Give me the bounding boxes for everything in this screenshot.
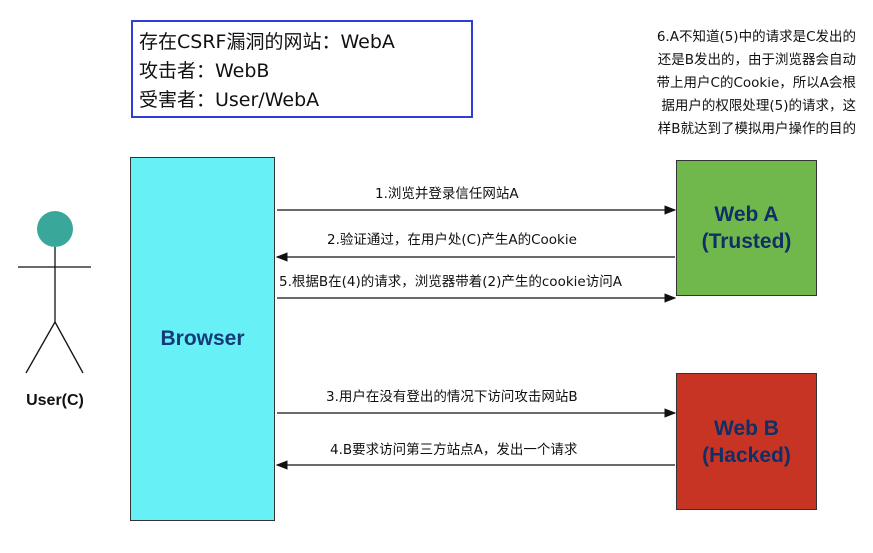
browser-label: Browser (160, 327, 245, 350)
legend-line-vulnerable-site: 存在CSRF漏洞的网站：WebA (139, 31, 395, 53)
browser-node: Browser (130, 157, 275, 521)
web-b-label: Web B (Hacked) (702, 416, 791, 467)
web-b-node: Web B (Hacked) (676, 373, 817, 510)
arrow-2-label: 2.验证通过，在用户处(C)产生A的Cookie (327, 232, 577, 248)
arrow-1-label: 1.浏览并登录信任网站A (375, 186, 519, 202)
explanation-note: 6.A不知道(5)中的请求是C发出的 还是B发出的，由于浏览器会自动 带上用户C… (656, 29, 856, 137)
legend-line-victim: 受害者：User/WebA (139, 89, 320, 111)
user-stick-figure (18, 211, 91, 374)
legend-box: 存在CSRF漏洞的网站：WebA 攻击者：WebB 受害者：User/WebA (131, 20, 473, 118)
web-a-node: Web A (Trusted) (676, 160, 817, 296)
arrow-3-label: 3.用户在没有登出的情况下访问攻击网站B (326, 389, 578, 405)
legend-line-attacker: 攻击者：WebB (139, 60, 270, 82)
user-label: User(C) (26, 392, 84, 409)
arrow-4-label: 4.B要求访问第三方站点A，发出一个请求 (330, 442, 578, 458)
web-a-label: Web A (Trusted) (701, 203, 792, 253)
arrow-5-label: 5.根据B在(4)的请求，浏览器带着(2)产生的cookie访问A (279, 274, 622, 290)
user-head-icon (37, 211, 73, 247)
